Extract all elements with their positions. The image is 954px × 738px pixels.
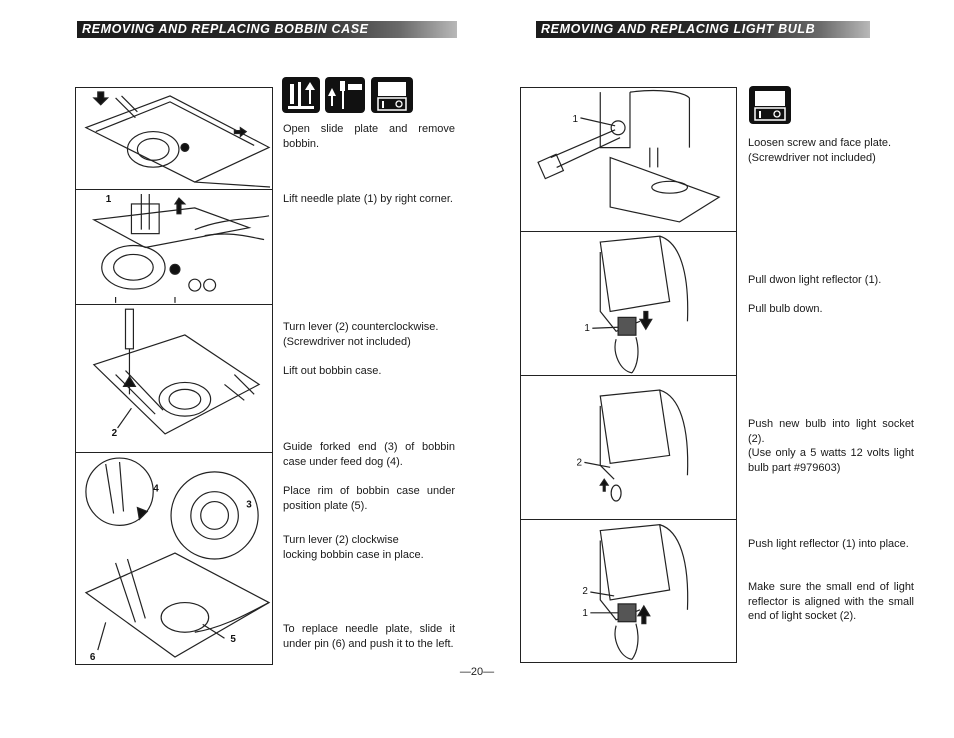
step-push-reflector: Push light reflector (1) into place.	[748, 538, 909, 550]
illustration-turn-lever: 2	[76, 305, 272, 453]
step-pull-reflector: Pull dwon light reflector (1).	[748, 274, 882, 286]
step-lift-out-bobbin-case: Lift out bobbin case.	[283, 365, 382, 377]
section-heading-light-bulb: REMOVING AND REPLACING LIGHT BULB	[536, 21, 870, 38]
needle-up-icon	[325, 77, 365, 113]
step-turn-lever-cw: Turn lever (2) clockwise locking bobbin …	[283, 534, 424, 561]
step-open-slide-plate: Open slide plate and remove bobbin.	[283, 123, 455, 150]
callout-6: 6	[90, 652, 96, 663]
step-push-new-bulb: Push new bulb into light socket (2). (Us…	[748, 418, 914, 474]
illustration-push-new-bulb: 2	[521, 376, 736, 520]
callout-5: 5	[230, 634, 236, 645]
illustration-replace-bobbin-case: 4 3 6 5	[76, 453, 272, 666]
step-pull-bulb: Pull bulb down.	[748, 303, 823, 315]
callout-4: 4	[153, 484, 159, 495]
step-loosen-screw: Loosen screw and face plate. (Screwdrive…	[748, 137, 892, 164]
illustration-push-reflector: 2 1	[521, 520, 736, 664]
callout-2: 2	[582, 586, 588, 597]
callout-1: 1	[584, 323, 590, 334]
illustration-loosen-screw: 1	[521, 88, 736, 232]
illustration-pull-reflector: 1	[521, 232, 736, 376]
page-number: —20—	[459, 666, 495, 678]
callout-1: 1	[106, 194, 112, 205]
step-turn-lever-ccw: Turn lever (2) counterclockwise. (Screwd…	[283, 321, 439, 348]
step-place-rim: Place rim of bobbin case under position …	[283, 485, 455, 512]
bobbin-illustration-frame: 1 2	[75, 87, 273, 665]
section-heading-bobbin-case: REMOVING AND REPLACING BOBBIN CASE	[77, 21, 457, 38]
callout-1: 1	[573, 114, 579, 125]
power-switch-off-icon	[371, 77, 413, 113]
illustration-open-slide-plate	[76, 88, 272, 190]
light-bulb-illustration-frame: 1 1 2	[520, 87, 737, 663]
step-align-reflector: Make sure the small end of light reflect…	[748, 581, 914, 622]
callout-2: 2	[112, 428, 118, 439]
step-guide-forked-end: Guide forked end (3) of bobbin case unde…	[283, 441, 455, 468]
illustration-lift-needle-plate: 1	[76, 190, 272, 305]
presser-foot-up-icon	[282, 77, 320, 113]
machine-status-icons	[282, 76, 414, 114]
callout-1: 1	[582, 608, 588, 619]
callout-3: 3	[246, 500, 252, 511]
callout-2: 2	[576, 457, 582, 468]
step-replace-needle-plate: To replace needle plate, slide it under …	[283, 623, 455, 650]
step-lift-needle-plate: Lift needle plate (1) by right corner.	[283, 193, 453, 205]
power-switch-off-icon	[749, 85, 791, 124]
